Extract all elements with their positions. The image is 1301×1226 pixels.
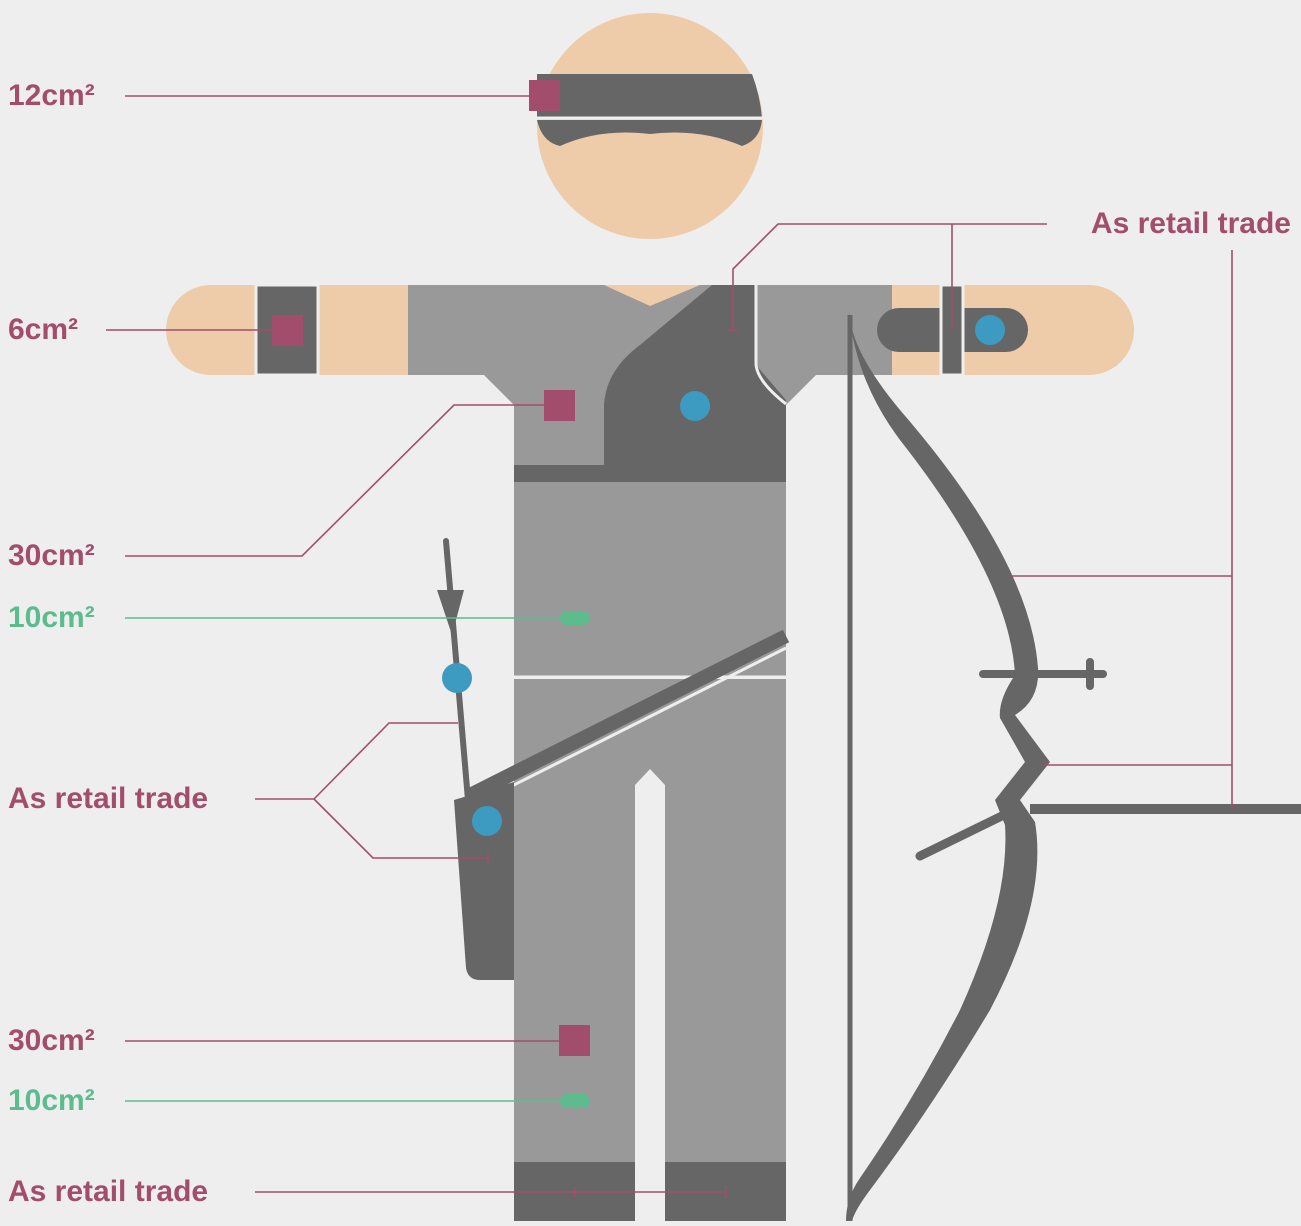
visor	[537, 74, 762, 118]
label-wrist-area: 6cm²	[8, 315, 78, 345]
marker-pill-leg	[560, 1094, 590, 1108]
waist-band-left	[514, 465, 620, 482]
label-belly-area: 10cm²	[8, 603, 95, 633]
leader-chest	[125, 405, 544, 556]
label-head-area: 12cm²	[8, 81, 95, 111]
marker-pill-belly	[560, 611, 590, 625]
torso	[514, 482, 786, 677]
marker-square-leg	[559, 1025, 590, 1056]
marker-dot-armband	[975, 315, 1005, 345]
bow-arrow	[920, 811, 1012, 856]
marker-dot-chest	[680, 391, 710, 421]
label-leg-small-area: 10cm²	[8, 1086, 95, 1116]
marker-square-chest	[544, 390, 575, 421]
marker-dot-arrow	[442, 663, 472, 693]
bow-limb	[846, 310, 1050, 1221]
label-boots: As retail trade	[8, 1177, 208, 1207]
marker-square-wrist	[272, 315, 303, 346]
arrow-head	[437, 590, 464, 635]
label-equipment-right: As retail trade	[1091, 209, 1291, 239]
label-chest-area: 30cm²	[8, 541, 95, 571]
marker-dot-quiver	[472, 806, 502, 836]
leader-equip-left-a	[255, 723, 458, 799]
marker-square-head	[529, 80, 560, 111]
label-equipment-left: As retail trade	[8, 784, 208, 814]
legs	[514, 679, 786, 1221]
label-leg-area: 30cm²	[8, 1026, 95, 1056]
